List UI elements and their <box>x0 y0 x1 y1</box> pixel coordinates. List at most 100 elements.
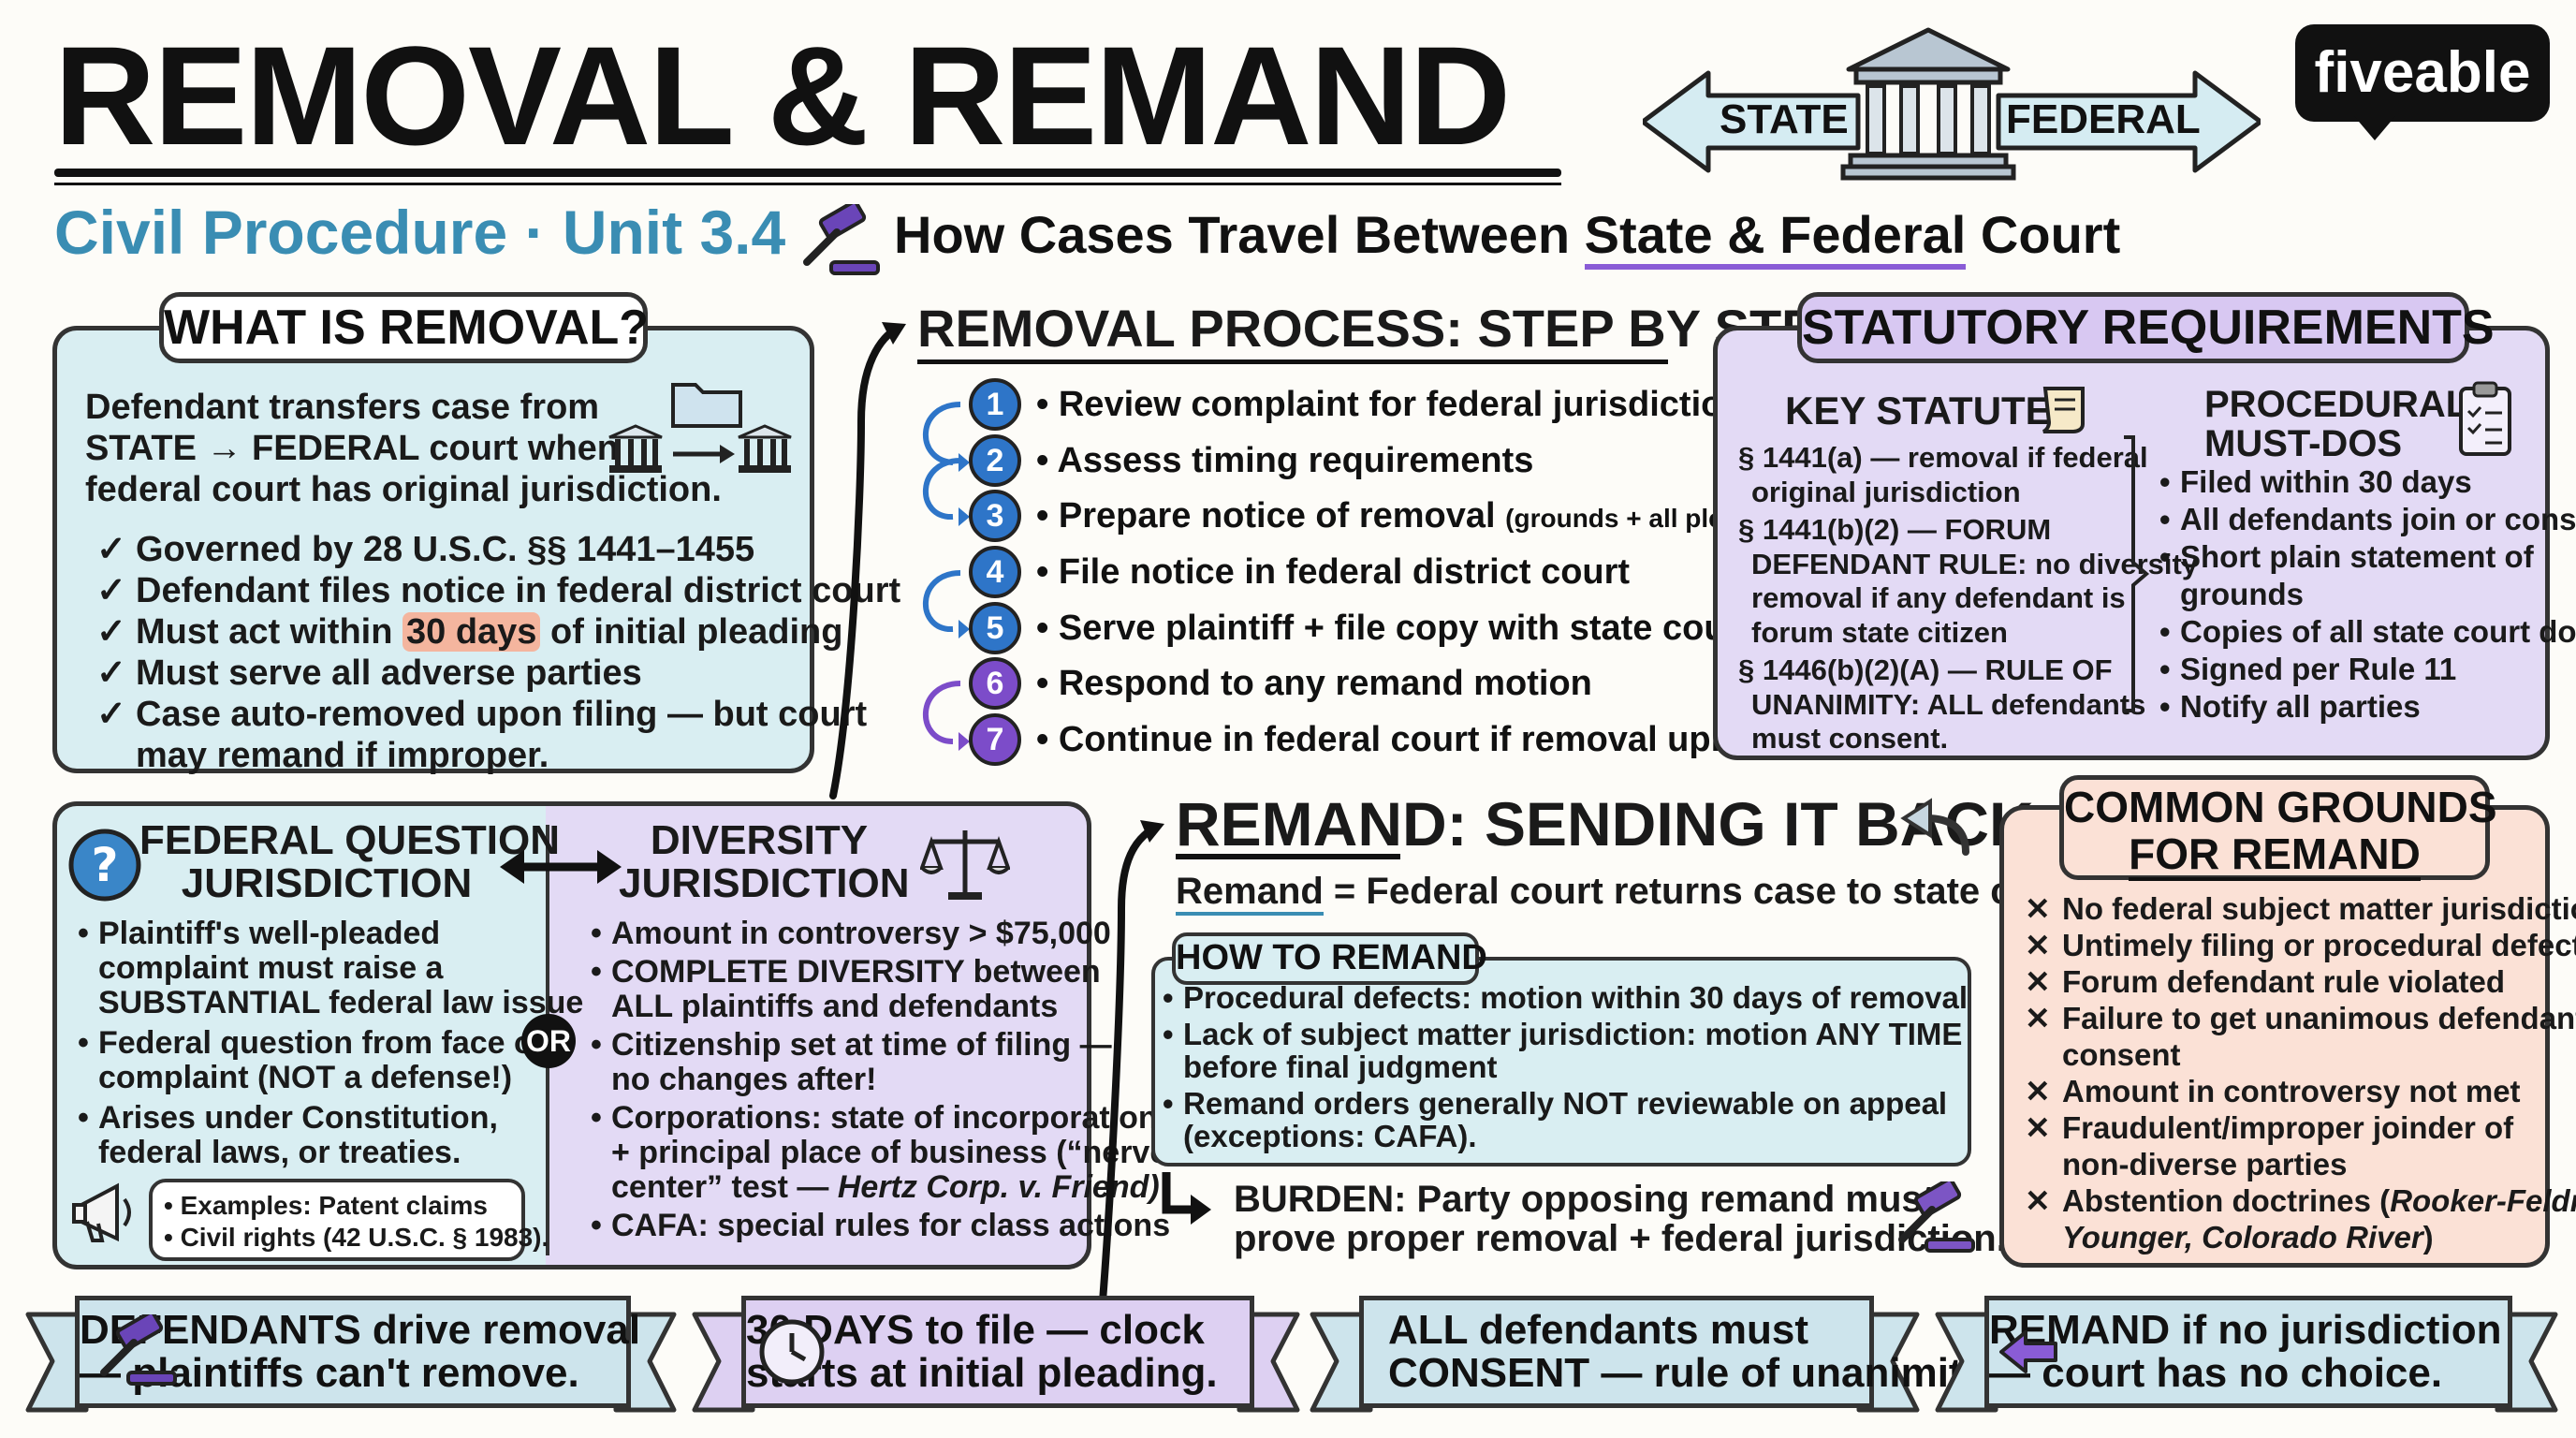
ground-item: Amount in controversy not met <box>2025 1073 2576 1109</box>
deadline-highlight: 30 days <box>402 612 541 652</box>
clipboard-icon <box>2455 379 2515 458</box>
step-loop-arrows <box>906 386 972 760</box>
ground-continuation: non-diverse parties <box>2062 1147 2348 1181</box>
step-text: • Review complaint for federal jurisdict… <box>1036 385 1745 425</box>
tagline: How Cases Travel Between State & Federal… <box>894 204 2121 270</box>
key-statutes-heading: KEY STATUTES <box>1785 389 2078 433</box>
what-is-removal-heading: WHAT IS REMOVAL? <box>159 292 649 363</box>
remand-term: Remand <box>1176 871 1324 916</box>
grounds-list: No federal subject matter jurisdiction U… <box>2025 890 2576 1255</box>
step-number: 3 <box>969 490 1021 542</box>
statute-line: UNANIMITY: ALL defendants <box>1751 687 2146 721</box>
diversity-heading: DIVERSITY JURISDICTION <box>619 819 909 905</box>
fq-continuation: complaint must raise a <box>98 950 444 986</box>
how-to-remand-panel: Procedural defects: motion within 30 day… <box>1151 957 1971 1167</box>
how-continuation: before final judgment <box>1183 1049 1498 1084</box>
process-step: 7 • Continue in federal court if removal … <box>969 713 1784 766</box>
fq-heading-line: FEDERAL QUESTION <box>139 817 561 863</box>
statute-line: § 1441(a) — removal if federal <box>1738 441 2148 474</box>
ribbon-text: REMAND if no jurisdiction— court has no … <box>1989 1308 2502 1396</box>
ribbon-text: DEFENDANTS drive removal— plaintiffs can… <box>80 1308 640 1395</box>
step-text: • Respond to any remand motion <box>1036 664 1592 704</box>
ground-item: No federal subject matter jurisdiction <box>2025 890 2576 927</box>
examples-bubble: • Examples: Patent claims • Civil rights… <box>149 1179 549 1261</box>
svg-text:?: ? <box>91 838 118 892</box>
process-step: 6 • Respond to any remand motion <box>969 657 1592 710</box>
key-statutes-list: § 1441(a) — removal if federal original … <box>1738 441 2198 756</box>
tagline-emphasis: State & Federal <box>1584 205 1967 270</box>
fq-item: Arises under Constitution, <box>78 1101 583 1137</box>
check-item: Governed by 28 U.S.C. §§ 1441–1455 <box>96 529 900 570</box>
state-label: STATE <box>1720 96 1849 142</box>
check-item: Case auto-removed upon filing — but cour… <box>96 694 900 735</box>
remand-definition: Remand = Federal court returns case to s… <box>1176 871 2094 916</box>
how-item: Remand orders generally NOT reviewable o… <box>1163 1087 1968 1120</box>
doctrine-name: Rooker-Feldman, <box>2390 1183 2576 1218</box>
check-item: Defendant files notice in federal distri… <box>96 570 900 611</box>
ground-item: Untimely filing or procedural defects <box>2025 927 2576 963</box>
ground-text: ) <box>2422 1220 2434 1255</box>
step-label: • Prepare notice of removal <box>1036 495 1506 536</box>
step-label: • Continue in federal court if removal u… <box>1036 719 1784 759</box>
process-heading-underline <box>917 360 1668 364</box>
process-step: 4• File notice in federal district court <box>969 546 1630 598</box>
fq-continuation: federal laws, or treaties. <box>98 1135 461 1170</box>
check-continuation: may remand if improper. <box>136 736 549 775</box>
step-label: • File notice in federal district court <box>1036 551 1631 592</box>
ground-item: Fraudulent/improper joinder of <box>2025 1109 2576 1146</box>
takeaway-ribbon: DEFENDANTS drive removal— plaintiffs can… <box>75 1296 640 1408</box>
what-is-removal-panel: Defendant transfers case from STATE → FE… <box>52 326 900 775</box>
burden-text: BURDEN: Party opposing remand must prove… <box>1234 1180 2007 1258</box>
federal-question-heading: FEDERAL QUESTION JURISDICTION <box>139 817 561 905</box>
how-item: Lack of subject matter jurisdiction: mot… <box>1163 1018 1968 1050</box>
logo-speech-tail <box>2354 116 2395 140</box>
double-arrow-icon <box>500 846 622 888</box>
common-grounds-panel: No federal subject matter jurisdiction U… <box>1999 805 2576 1268</box>
must-do-item: Signed per Rule 11 <box>2159 651 2576 688</box>
courthouse-icon <box>1839 24 2017 182</box>
fiveable-logo[interactable]: fiveable <box>2295 24 2550 122</box>
process-step: 3• Prepare notice of removal (grounds + … <box>969 490 1816 542</box>
step-number: 7 <box>969 713 1021 766</box>
step-number: 1 <box>969 378 1021 431</box>
example-line: • Civil rights (42 U.S.C. § 1983). <box>164 1223 549 1252</box>
check-item: Must serve all adverse parties <box>96 653 900 694</box>
or-badge: OR <box>521 1014 576 1068</box>
must-dos-list: Filed within 30 days All defendants join… <box>2159 463 2576 726</box>
common-grounds-heading: COMMON GROUNDS FOR REMAND <box>2059 775 2497 881</box>
ribbon-line: — court has no choice. <box>1989 1350 2443 1396</box>
must-do-item: Copies of all state court docs <box>2159 613 2576 651</box>
grounds-heading-line: FOR REMAND <box>2129 830 2421 881</box>
step-label: • Respond to any remand motion <box>1036 663 1592 703</box>
removal-checklist: Governed by 28 U.S.C. §§ 1441–1455 Defen… <box>96 529 900 776</box>
federal-label: FEDERAL <box>2006 96 2201 142</box>
tagline-post: Court <box>1966 205 2121 264</box>
statutory-panel: KEY STATUTES § 1441(a) — removal if fede… <box>1713 326 2576 760</box>
check-item: Must act within 30 days of initial plead… <box>96 611 900 653</box>
step-label: • Assess timing requirements <box>1036 440 1534 480</box>
diversity-list: Amount in controversy > $75,000 COMPLETE… <box>591 917 1170 1244</box>
arrow-left-icon <box>1989 1300 2070 1403</box>
remand-heading: REMAND: SENDING IT BACK <box>1176 789 2034 858</box>
title-underline <box>54 169 1561 177</box>
step-number: 6 <box>969 657 1021 710</box>
div-continuation: ALL plaintiffs and defendants <box>611 989 1059 1024</box>
statute-line: removal if any defendant is <box>1751 581 2126 614</box>
ground-text: Abstention doctrines ( <box>2062 1183 2391 1218</box>
step-text: • Continue in federal court if removal u… <box>1036 720 1784 760</box>
grounds-heading-line: COMMON GROUNDS <box>2064 783 2497 831</box>
statute-line: § 1446(b)(2)(A) — RULE OF <box>1738 653 2113 686</box>
clock-icon <box>746 1300 838 1403</box>
div-item: Amount in controversy > $75,000 <box>591 917 1170 952</box>
step-label: • Review complaint for federal jurisdict… <box>1036 384 1745 424</box>
process-step: 5• Serve plaintiff + file copy with stat… <box>969 602 1751 654</box>
div-item: CAFA: special rules for class actions <box>591 1209 1170 1244</box>
burden-term: BURDEN: <box>1234 1179 1407 1220</box>
how-to-remand-list: Procedural defects: motion within 30 day… <box>1163 981 1968 1152</box>
fq-item: Plaintiff's well-pleaded <box>78 917 583 952</box>
statute-line: § 1441(b)(2) — FORUM <box>1738 513 2052 546</box>
scales-icon <box>919 821 1011 903</box>
